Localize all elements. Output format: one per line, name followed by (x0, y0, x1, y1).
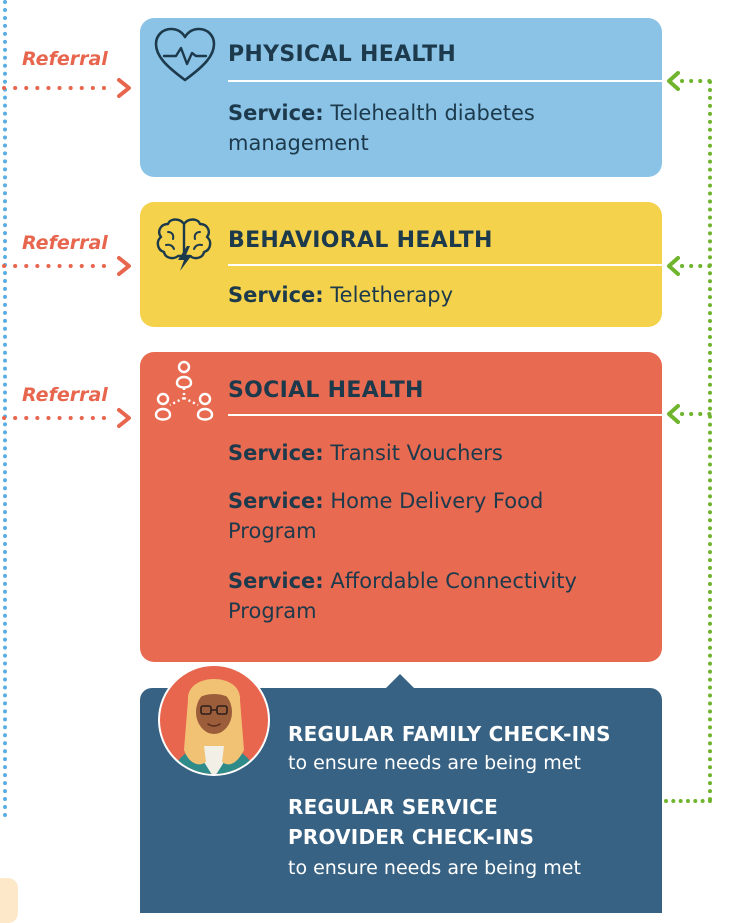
feedback-line-bottom (664, 799, 712, 803)
service-label: Service: (228, 283, 324, 307)
checkin-heading-line: REGULAR SERVICE (288, 795, 499, 819)
title-divider (228, 80, 662, 82)
social-health-card: SOCIAL HEALTH Service: Transit Vouchers … (140, 352, 662, 662)
avatar (158, 664, 270, 776)
corner-shape (0, 878, 18, 923)
feedback-arrow-social (667, 404, 712, 424)
heart-pulse-icon (154, 27, 216, 82)
title-divider (228, 264, 662, 266)
title-divider (228, 414, 662, 416)
referral-label-behavioral: Referral (22, 232, 108, 254)
service-item: Service: Teletherapy (228, 280, 622, 310)
service-item: Service: Home Delivery Food Program (228, 486, 622, 546)
feedback-line (708, 80, 712, 802)
service-item: Service: Transit Vouchers (228, 438, 622, 468)
service-text: Affordable Connectivity Program (228, 569, 577, 623)
card-title: BEHAVIORAL HEALTH (228, 228, 493, 253)
referral-arrow-physical (2, 78, 131, 98)
behavioral-health-card: BEHAVIORAL HEALTH Service: Teletherapy (140, 202, 662, 327)
service-text: Telehealth diabetes management (228, 101, 535, 155)
service-label: Service: (228, 441, 324, 465)
service-text: Teletherapy (330, 283, 454, 307)
service-label: Service: (228, 569, 324, 593)
card-title: PHYSICAL HEALTH (228, 42, 457, 67)
card-title: SOCIAL HEALTH (228, 378, 424, 403)
checkin-heading: REGULAR FAMILY CHECK-INS (288, 722, 611, 746)
timeline-line (3, 0, 7, 818)
referral-arrow-social (2, 408, 131, 428)
people-network-icon (154, 360, 214, 421)
service-text: Transit Vouchers (330, 441, 503, 465)
service-item: Service: Telehealth diabetes management (228, 98, 622, 158)
service-item: Service: Affordable Connectivity Program (228, 566, 622, 626)
service-text: Home Delivery Food Program (228, 489, 544, 543)
referral-label-physical: Referral (22, 48, 108, 70)
service-label: Service: (228, 489, 324, 513)
physical-health-card: PHYSICAL HEALTH Service: Telehealth diab… (140, 18, 662, 177)
checkin-subtext: to ensure needs are being met (288, 752, 581, 774)
referral-arrow-behavioral (2, 256, 131, 276)
panel-pointer (385, 674, 415, 689)
referral-label-social: Referral (22, 384, 108, 406)
feedback-arrow-physical (667, 71, 712, 91)
checkin-heading-line: PROVIDER CHECK-INS (288, 825, 535, 849)
brain-icon (156, 218, 212, 271)
feedback-arrow-behavioral (667, 256, 712, 276)
service-label: Service: (228, 101, 324, 125)
checkin-subtext: to ensure needs are being met (288, 857, 581, 879)
